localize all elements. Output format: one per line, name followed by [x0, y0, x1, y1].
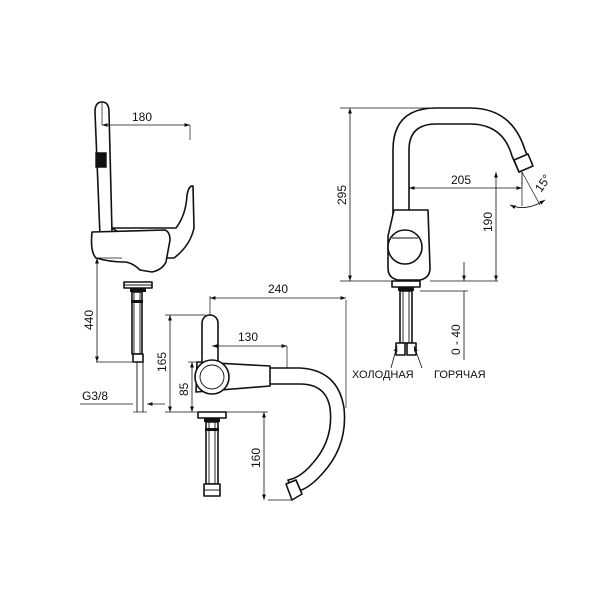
- dim-180: 180: [132, 110, 152, 124]
- dim-85: 85: [177, 382, 191, 396]
- handle-lever: [94, 101, 113, 237]
- handle-knob-front: [387, 229, 423, 265]
- mounting-rod-top: [205, 421, 219, 485]
- front-view: 295 205 190 15° 0 - 40 ХОЛОДНАЯ ГОРЯЧАЯ: [335, 107, 554, 381]
- dim-angle: 15°: [532, 172, 554, 195]
- dim-range: 0 - 40: [449, 324, 463, 355]
- hose-hot-front: [406, 342, 417, 356]
- base-plate-top: [197, 411, 227, 419]
- mounting-rod-front: [399, 290, 413, 344]
- dim-440: 440: [82, 310, 96, 330]
- dim-190: 190: [481, 212, 495, 232]
- side-view: 180 440 G3/8: [80, 101, 195, 413]
- dim-165: 165: [155, 352, 169, 372]
- body-side: [90, 229, 171, 273]
- top-view: 240 130 165 85 160: [155, 282, 347, 501]
- dim-205: 205: [451, 173, 471, 187]
- spout-end-top: [285, 479, 303, 501]
- dim-295: 295: [335, 185, 349, 205]
- dim-160: 160: [249, 448, 263, 468]
- dim-240: 240: [268, 282, 288, 296]
- label-hot: ГОРЯЧАЯ: [434, 369, 486, 381]
- dim-130: 130: [238, 330, 258, 344]
- aerator-tip: [513, 153, 534, 173]
- base-plate-front: [391, 280, 421, 288]
- hose-cold-front: [395, 342, 406, 356]
- dim-thread: G3/8: [82, 389, 108, 403]
- label-cold: ХОЛОДНАЯ: [352, 369, 414, 381]
- hose-fitting-side: [132, 353, 144, 363]
